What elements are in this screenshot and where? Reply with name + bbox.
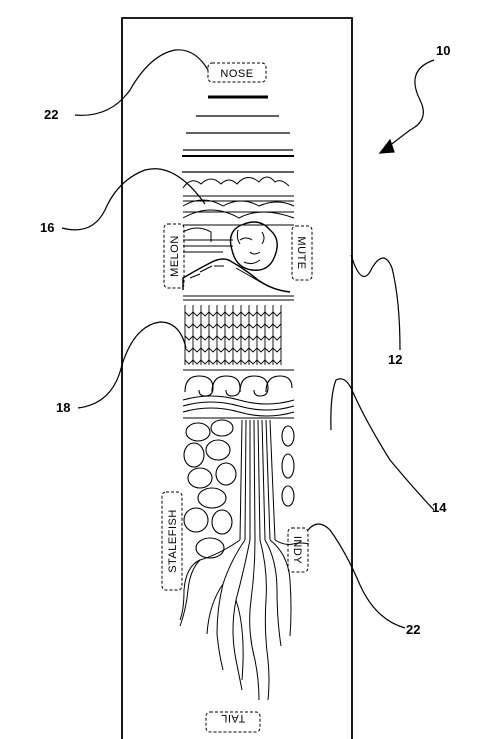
indy-label: INDY bbox=[291, 536, 303, 564]
stalefish-tag: STALEFISH bbox=[161, 491, 183, 591]
ref-12: 12 bbox=[388, 352, 402, 367]
melon-tag: MELON bbox=[163, 223, 185, 289]
lower-graphic-waves bbox=[184, 305, 282, 365]
ref-22-bottom: 22 bbox=[406, 622, 420, 637]
mute-label: MUTE bbox=[295, 236, 307, 269]
leader-10 bbox=[379, 59, 435, 154]
ref-16: 16 bbox=[40, 220, 54, 235]
board-outline bbox=[121, 17, 353, 739]
leader-14 bbox=[330, 378, 435, 511]
arrowhead-10 bbox=[378, 138, 395, 154]
upper-graphic-clouds bbox=[182, 176, 295, 301]
stalefish-label: STALEFISH bbox=[167, 509, 179, 573]
mute-tag: MUTE bbox=[291, 225, 313, 281]
leader-12 bbox=[350, 254, 401, 351]
leader-16 bbox=[61, 168, 206, 231]
leader-lines bbox=[61, 49, 435, 629]
nose-tag: NOSE bbox=[207, 62, 267, 83]
ref-10: 10 bbox=[436, 43, 450, 58]
lower-graphic-swirls bbox=[182, 369, 295, 419]
nose-label: NOSE bbox=[220, 68, 253, 80]
melon-label: MELON bbox=[169, 235, 181, 277]
ref-14: 14 bbox=[432, 500, 447, 515]
tail-label: TAIL bbox=[221, 712, 245, 724]
tail-tag: TAIL bbox=[205, 711, 261, 733]
indy-tag: INDY bbox=[287, 527, 309, 573]
lower-graphic-stones bbox=[183, 419, 295, 559]
leader-22-top bbox=[74, 49, 209, 116]
lower-graphic-roots bbox=[179, 419, 310, 701]
ref-18: 18 bbox=[56, 400, 70, 415]
ref-22-top: 22 bbox=[44, 107, 58, 122]
nose-stripes bbox=[182, 95, 294, 173]
leader-18 bbox=[77, 321, 187, 409]
leader-22-bottom bbox=[307, 523, 406, 629]
